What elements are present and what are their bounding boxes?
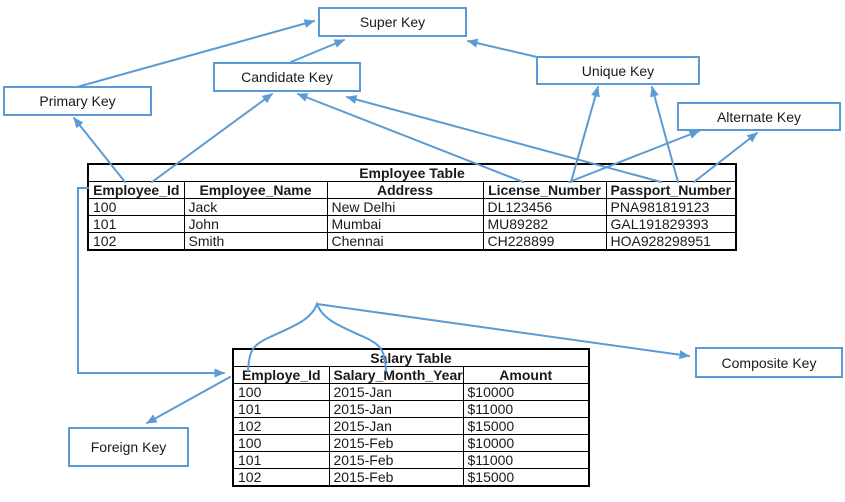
column-header: Employe_Id <box>232 366 330 384</box>
column-header: Employee_Name <box>183 181 328 199</box>
table-cell: 2015-Jan <box>328 383 464 401</box>
column-header: License_Number <box>482 181 607 199</box>
key-box-super: Super Key <box>318 7 467 37</box>
table-cell: 101 <box>87 215 185 233</box>
table-cell: 100 <box>87 198 185 216</box>
key-label-foreign: Foreign Key <box>90 439 167 455</box>
key-label-primary: Primary Key <box>39 93 116 109</box>
table-cell: New Delhi <box>326 198 484 216</box>
table-cell: 102 <box>87 232 185 251</box>
table-cell: $11000 <box>462 400 590 418</box>
key-box-foreign: Foreign Key <box>68 427 189 467</box>
table-cell: 2015-Feb <box>328 468 464 487</box>
arrow-unique-to-super <box>467 38 538 58</box>
key-box-primary: Primary Key <box>3 86 152 116</box>
employee-table-title-row: Employee Table <box>87 163 737 182</box>
table-cell: 100 <box>232 434 330 452</box>
table-cell: 101 <box>232 400 330 418</box>
arrow-candidate-to-super <box>290 39 345 63</box>
key-label-unique: Unique Key <box>581 62 655 79</box>
table-cell: 101 <box>232 451 330 469</box>
key-label-super: Super Key <box>359 14 426 30</box>
table-cell: $11000 <box>462 451 590 469</box>
key-box-unique: Unique Key <box>536 56 700 85</box>
table-cell: $10000 <box>462 383 590 401</box>
column-header: Salary_Month_Year <box>328 366 464 384</box>
table-cell: $15000 <box>462 417 590 435</box>
arrow-salary-to-foreignkey <box>146 376 231 424</box>
table-cell: 102 <box>232 468 330 487</box>
table-cell: Chennai <box>326 232 484 251</box>
table-cell: Smith <box>183 232 328 251</box>
table-cell: 2015-Jan <box>328 417 464 435</box>
table-cell: 102 <box>232 417 330 435</box>
table-cell: DL123456 <box>482 198 607 216</box>
table-cell: 2015-Feb <box>328 434 464 452</box>
table-cell: $15000 <box>462 468 590 487</box>
table-cell: PNA981819123 <box>605 198 737 216</box>
table-cell: CH228899 <box>482 232 607 251</box>
column-header: Passport_Number <box>605 181 737 199</box>
employee-table-title: Employee Table <box>87 163 737 182</box>
table-cell: $10000 <box>462 434 590 452</box>
column-header: Employee_Id <box>87 181 185 199</box>
key-box-candidate: Candidate Key <box>213 62 361 92</box>
salary-table-title: Salary Table <box>232 348 590 367</box>
table-cell: Mumbai <box>326 215 484 233</box>
key-box-alternate: Alternate Key <box>677 102 841 131</box>
key-label-composite: Composite Key <box>721 354 817 371</box>
key-box-composite: Composite Key <box>695 347 843 378</box>
salary-table-title-row: Salary Table <box>232 348 590 367</box>
table-cell: GAL191829393 <box>605 215 737 233</box>
table-cell: 100 <box>232 383 330 401</box>
column-header: Amount <box>462 366 590 384</box>
key-label-candidate: Candidate Key <box>241 69 333 85</box>
key-label-alternate: Alternate Key <box>716 108 802 125</box>
column-header: Address <box>326 181 484 199</box>
table-cell: HOA928298951 <box>605 232 737 251</box>
table-cell: Jack <box>183 198 328 216</box>
table-cell: MU89282 <box>482 215 607 233</box>
table-cell: 2015-Feb <box>328 451 464 469</box>
table-cell: 2015-Jan <box>328 400 464 418</box>
table-cell: John <box>183 215 328 233</box>
